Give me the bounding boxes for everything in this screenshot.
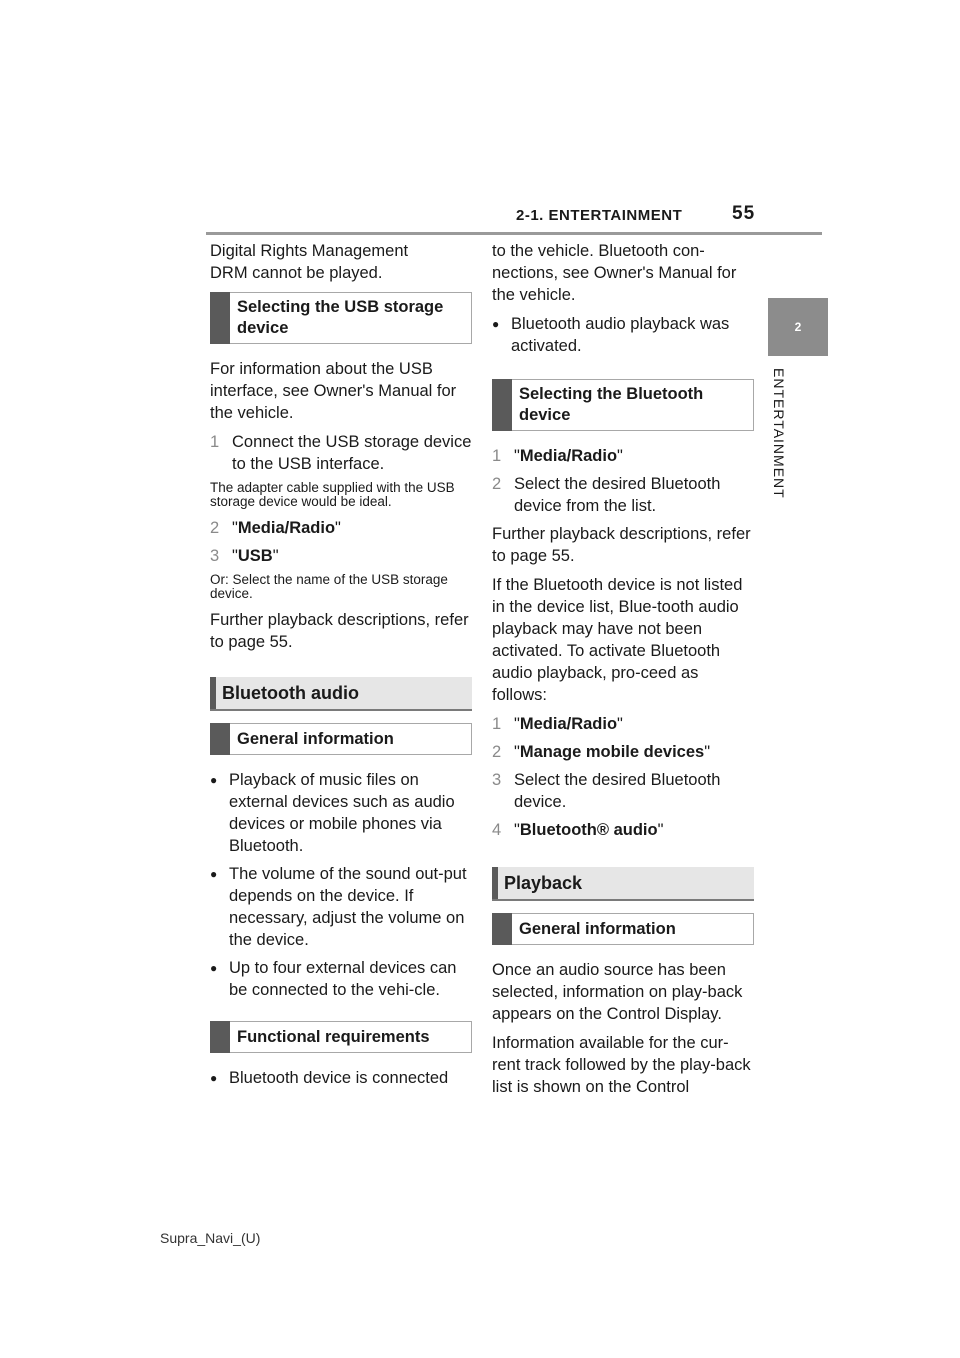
bullet-icon: ● [210,867,218,881]
activate-step-3: 3 Select the desired Bluetooth device. [492,771,721,811]
chapter-tab-number: 2 [768,298,828,356]
right-column: to the vehicle. Bluetooth con-nections, … [492,240,754,1105]
intro-line-2: DRM cannot be played. [210,264,383,282]
bt-step-1: 1 "Media/Radio" [492,447,623,465]
usb-adapter-note: The adapter cable supplied with the USB … [210,480,455,509]
bt-further-paragraph: Further playback descriptions, refer to … [492,525,751,565]
page-number: 55 [732,203,756,224]
activate-step-1: 1 "Media/Radio" [492,715,623,733]
bullet-icon: ● [210,1071,218,1085]
chapter-tab-label: ENTERTAINMENT [771,368,787,499]
list-item: ● Bluetooth device is connected [210,1069,449,1087]
list-item: ● The volume of the sound out-put depend… [210,865,467,949]
list-item: ● Bluetooth audio playback was activated… [492,315,730,355]
usb-name-note: Or: Select the name of the USB storage d… [210,572,448,601]
usb-step-1: 1 Connect the USB storage device to the … [210,433,472,473]
left-column: Digital Rights Management DRM cannot be … [210,240,472,1095]
bullet-icon: ● [210,961,218,975]
bullet-icon: ● [492,317,500,331]
activate-step-2: 2 "Manage mobile devices" [492,743,711,761]
playback-info-paragraph: Once an audio source has been selected, … [492,961,743,1023]
functional-requirements-heading: Functional requirements [210,1021,472,1053]
activate-step-4: 4 "Bluetooth® audio" [492,821,664,839]
usb-step-2: 2 "Media/Radio" [210,519,341,537]
usb-further-paragraph: Further playback descriptions, refer to … [210,611,469,651]
bt-step-2: 2 Select the desired Bluetooth device fr… [492,475,721,515]
playback-list-paragraph: Information available for the cur-rent t… [492,1034,751,1096]
header-divider [206,232,822,235]
general-information-heading: General information [210,723,472,755]
footer-doc-id: Supra_Navi_(U) [160,1230,261,1246]
bluetooth-connection-paragraph: to the vehicle. Bluetooth con-nections, … [492,242,737,304]
bluetooth-selection-heading: Selecting the Bluetooth device [492,379,754,431]
usb-selection-heading: Selecting the USB storage device [210,292,472,344]
intro-line-1: Digital Rights Management [210,242,409,260]
list-item: ● Up to four external devices can be con… [210,959,457,999]
section-title: 2-1. ENTERTAINMENT [516,207,683,224]
bluetooth-audio-heading: Bluetooth audio [210,677,472,711]
bullet-icon: ● [210,773,218,787]
usb-info-paragraph: For information about the USB interface,… [210,360,457,422]
list-item: ● Playback of music files on external de… [210,771,455,855]
usb-step-3: 3 "USB" [210,547,279,565]
playback-general-information-heading: General information [492,913,754,945]
playback-heading: Playback [492,867,754,901]
bt-not-listed-paragraph: If the Bluetooth device is not listed in… [492,576,743,704]
